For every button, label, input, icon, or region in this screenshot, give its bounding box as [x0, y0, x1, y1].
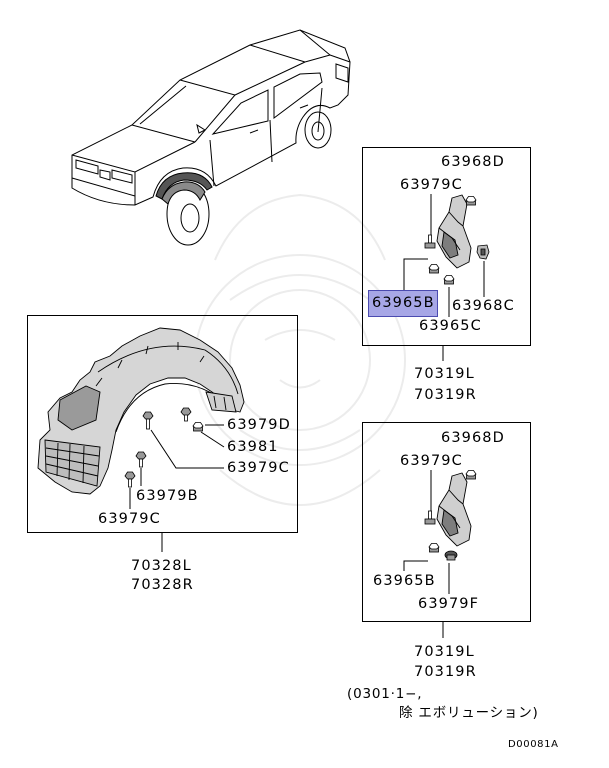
top-leader-lines	[403, 194, 485, 317]
liner-upper-screw-callout[interactable]: 63979C	[227, 460, 290, 476]
bolt	[424, 510, 436, 525]
hex-nut	[192, 422, 204, 432]
hex-nut	[465, 196, 477, 206]
top-assembly-number-left[interactable]: 70319L	[414, 366, 475, 382]
fender-liner-inner	[161, 181, 206, 205]
lower-leader-lines	[403, 470, 450, 594]
front-wheel-hub	[180, 203, 200, 233]
lower-flange-nut-callout[interactable]: 63979F	[418, 596, 480, 612]
roof-lines	[234, 44, 306, 96]
lower-upper-nut-callout[interactable]: 63968D	[441, 430, 505, 446]
lower-bolt-callout[interactable]: 63979C	[400, 453, 463, 469]
top-assembly-frame	[362, 147, 531, 346]
hex-nut	[443, 275, 455, 285]
liner-middle-screw-callout[interactable]: 63979B	[136, 488, 199, 504]
lower-assembly-number-right[interactable]: 70319R	[414, 664, 477, 680]
top-lower-nut-callout[interactable]: 63965C	[419, 318, 482, 334]
bolt	[424, 234, 436, 249]
applicability-note-line-1: (0301·1−,	[347, 686, 423, 702]
grille	[71, 169, 136, 197]
lower-assembly-number-left[interactable]: 70319L	[414, 644, 475, 660]
fender-liner	[37, 327, 245, 495]
lower-splash-shield	[436, 472, 472, 547]
applicability-note-line-2: 除 エボリューション)	[399, 705, 539, 721]
top-selected-nut-callout[interactable]: 63965B	[368, 290, 438, 317]
liner-upper-bolt-callout[interactable]: 63979D	[227, 417, 291, 433]
lower-assembly-frame	[362, 422, 531, 622]
flange-nut	[444, 550, 458, 561]
watermark-emblem	[194, 193, 406, 506]
fender-liner-highlight	[155, 172, 213, 200]
liner-assembly-frame	[27, 315, 298, 533]
vehicle-illustration	[71, 29, 351, 246]
bolt	[180, 407, 192, 422]
tail-light	[335, 63, 349, 83]
rear-wheel-hub	[311, 121, 325, 141]
liner-lower-screw-callout[interactable]: 63979C	[98, 511, 161, 527]
clip	[476, 244, 490, 260]
hex-nut	[465, 470, 477, 480]
hex-nut	[428, 543, 440, 553]
screw	[142, 411, 154, 430]
top-clip-callout[interactable]: 63968C	[452, 298, 515, 314]
top-upper-nut-callout[interactable]: 63968D	[441, 154, 505, 170]
liner-nut-callout[interactable]: 63981	[227, 439, 279, 455]
top-bolt-callout[interactable]: 63979C	[400, 177, 463, 193]
side-windows	[211, 72, 323, 135]
lower-nut-callout[interactable]: 63965B	[373, 573, 436, 589]
hex-nut	[428, 264, 440, 274]
side-mirror	[196, 123, 207, 134]
screw	[135, 451, 147, 468]
liner-leader-lines	[129, 424, 225, 509]
hood-lines	[71, 124, 196, 205]
top-assembly-number-right[interactable]: 70319R	[414, 387, 477, 403]
headlights	[75, 159, 133, 184]
rear-window-lines	[299, 29, 351, 63]
liner-assembly-number-right[interactable]: 70328R	[131, 577, 194, 593]
diagram-code: D00081A	[508, 739, 559, 750]
liner-assembly-number-left[interactable]: 70328L	[131, 558, 192, 574]
top-splash-shield	[436, 194, 472, 269]
screw	[124, 471, 136, 488]
door-seams	[209, 87, 323, 187]
